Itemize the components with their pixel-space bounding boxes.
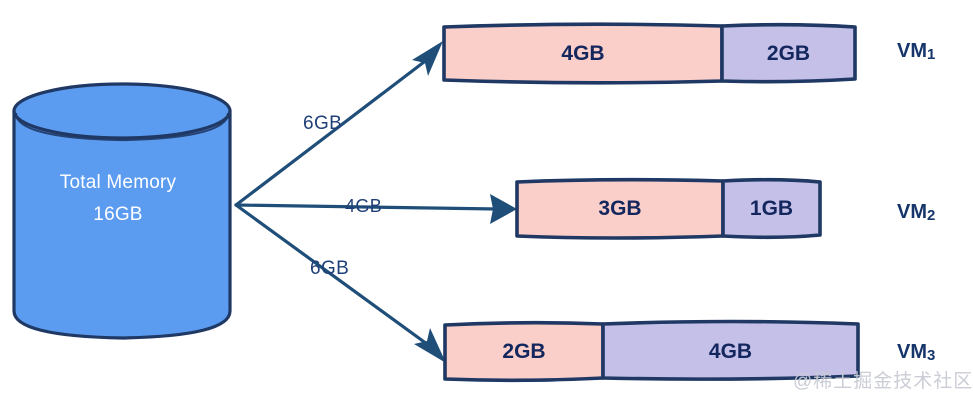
watermark-text: @稀土掘金技术社区 (793, 371, 973, 392)
vm1-segment-free-shape (720, 22, 857, 84)
cylinder-top-ellipse (12, 82, 232, 140)
vm1-name-label: VM1 (897, 40, 935, 63)
vm2-name-index: 2 (927, 207, 936, 224)
vm2-name-label: VM2 (897, 201, 935, 224)
arrow-line-to-vm2 (234, 203, 499, 211)
vm1-name-index: 1 (927, 46, 936, 63)
vm1-segment-used-label: 4GB (561, 42, 605, 65)
vm3-bar (443, 319, 860, 383)
arrowhead-to-vm3 (414, 328, 446, 363)
vm3-segment-free-label: 4GB (708, 340, 753, 363)
vm2-segment-used-label: 3GB (598, 197, 642, 220)
arrow-line-to-vm3 (234, 203, 429, 346)
cylinder-label-line1: Total Memory (59, 172, 177, 193)
allocation-arrows (234, 60, 499, 346)
vm1-segment-free-label: 2GB (766, 42, 811, 65)
vm3-segment-free-shape (601, 319, 860, 381)
vm2-segment-free-label: 1GB (749, 197, 794, 220)
arrowhead-to-vm2 (490, 194, 517, 224)
cylinder-rim-arc (14, 112, 230, 142)
edge-label-to-vm3: 6GB (310, 258, 350, 279)
edge-label-to-vm2: 4GB (345, 196, 383, 216)
cylinder-body (12, 109, 232, 340)
edge-label-to-vm1: 6GB (303, 113, 343, 134)
vm3-name-text: VM (897, 341, 927, 363)
vm3-segment-used-label: 2GB (502, 340, 546, 363)
arrowhead-to-vm1 (412, 41, 443, 76)
vm1-name-text: VM (897, 40, 927, 62)
vm3-name-label: VM3 (897, 341, 935, 364)
allocation-arrowheads (412, 41, 517, 363)
total-memory-cylinder (12, 82, 232, 340)
vm2-bar (515, 177, 822, 240)
cylinder-label-line2: 16GB (93, 204, 143, 225)
arrow-line-to-vm1 (234, 60, 426, 207)
vm2-segment-free-shape (721, 177, 822, 240)
vm1-bar (442, 22, 857, 85)
vm2-name-text: VM (897, 201, 927, 223)
vm3-name-index: 3 (927, 347, 936, 364)
